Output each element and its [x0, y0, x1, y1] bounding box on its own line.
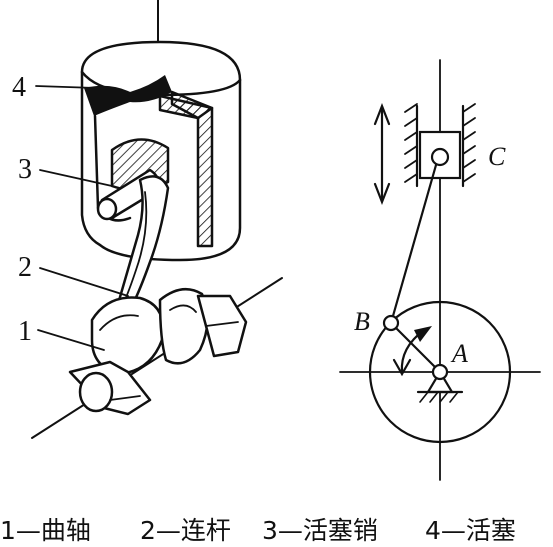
label-point-a: A — [450, 339, 468, 368]
caption-connecting-rod: 2—连杆 — [140, 516, 231, 545]
figure-caption: 1—曲轴 2—连杆 3—活塞销 4—活塞 — [0, 505, 553, 545]
crank-link — [389, 321, 440, 372]
slider-guide — [404, 103, 476, 188]
caption-crankshaft: 1—曲轴 — [0, 516, 91, 545]
piston-assembly-drawing — [31, 0, 283, 439]
leader-3 — [39, 169, 113, 187]
joint-a — [431, 363, 449, 381]
rotation-arrow — [392, 326, 432, 377]
leader-4 — [35, 85, 97, 89]
label-point-c: C — [488, 142, 506, 171]
joint-b — [382, 314, 400, 332]
caption-piston-pin: 3—活塞销 — [262, 516, 378, 545]
crankshaft-axis — [31, 277, 283, 439]
caption-piston: 4—活塞 — [425, 516, 516, 545]
slider-motion-arrow — [373, 102, 391, 206]
ground-support — [416, 369, 464, 403]
connecting-rod-link — [389, 156, 440, 325]
joint-c — [430, 147, 450, 167]
leader-2 — [39, 267, 129, 297]
label-part2: 2 — [18, 252, 32, 283]
crank-circle — [368, 300, 512, 444]
piston-crown-section — [84, 75, 172, 116]
crankshaft — [68, 287, 248, 416]
label-point-b: B — [354, 307, 370, 336]
label-part3: 3 — [18, 154, 32, 185]
label-part1: 1 — [18, 316, 32, 347]
label-part4: 4 — [12, 72, 26, 103]
connecting-rod — [116, 175, 170, 308]
slider-crank-schematic — [339, 59, 541, 481]
leader-1 — [37, 329, 105, 351]
